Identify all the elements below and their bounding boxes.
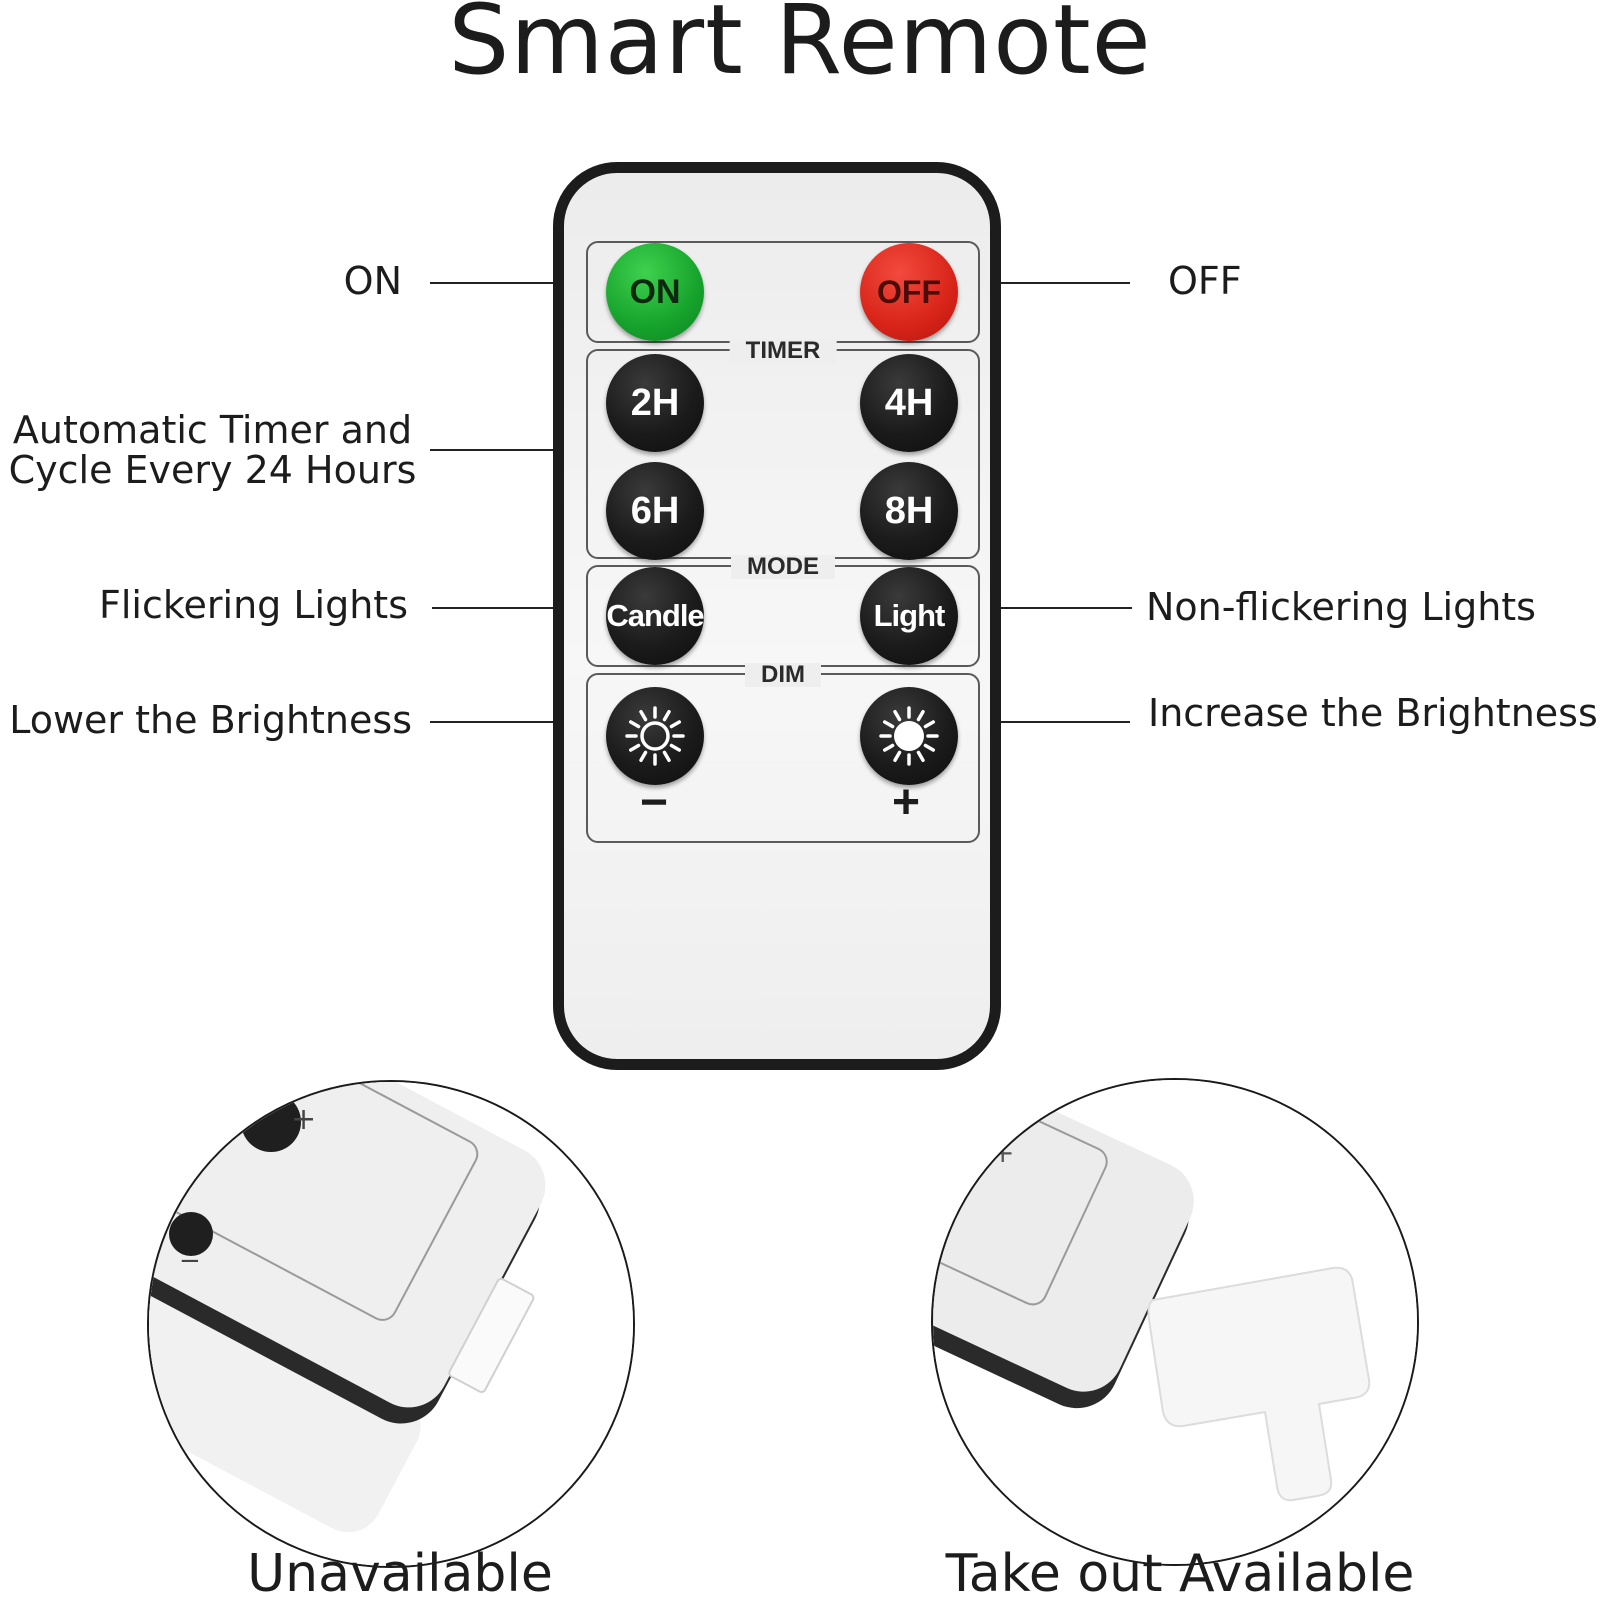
detail-unavailable: + − xyxy=(147,1080,635,1568)
sun-filled-icon xyxy=(879,706,939,766)
sun-ray xyxy=(883,743,895,752)
callout-timer-line2: Cycle Every 24 Hours xyxy=(8,447,417,492)
leader-lower xyxy=(430,721,578,723)
dim-down-button[interactable] xyxy=(606,687,704,785)
detail-take-out-available: + xyxy=(931,1078,1419,1566)
remote-edge-illustration xyxy=(149,1082,633,1566)
callout-non-flicker: Non-flickering Lights xyxy=(1146,585,1536,629)
detail-left-minus: − xyxy=(179,1246,201,1276)
sun-ray xyxy=(662,710,671,722)
leader-increase xyxy=(982,721,1130,723)
sun-ray xyxy=(629,720,641,729)
light-button[interactable]: Light xyxy=(860,567,958,665)
on-button[interactable]: ON xyxy=(606,243,704,341)
sun-outline-icon xyxy=(625,706,685,766)
timer-2h-button[interactable]: 2H xyxy=(606,354,704,452)
sun-ray xyxy=(669,720,681,729)
sun-ray xyxy=(629,743,641,752)
off-button[interactable]: OFF xyxy=(860,243,958,341)
sun-ray xyxy=(669,743,681,752)
timer-panel: TIMER 2H 4H 6H 8H xyxy=(586,339,980,560)
callout-flicker: Flickering Lights xyxy=(99,583,408,627)
detail-left-plus: + xyxy=(291,1102,317,1137)
dim-up-button[interactable] xyxy=(860,687,958,785)
sun-ray xyxy=(662,750,671,762)
timer-label: TIMER xyxy=(729,339,837,363)
callout-increase: Increase the Brightness xyxy=(1148,691,1598,735)
remote-control: ON OFF TIMER 2H 4H 6H 8H MODE Candle Lig… xyxy=(553,162,1001,1070)
callout-timer-line1: Automatic Timer and xyxy=(12,408,413,452)
leader-flicker xyxy=(432,607,582,609)
sun-ray xyxy=(923,720,935,729)
leader-off xyxy=(980,282,1130,284)
caption-take-out-available: Take out Available xyxy=(945,1544,1415,1600)
callout-timer: Automatic Timer and Cycle Every 24 Hours xyxy=(0,408,425,492)
dim-label: DIM xyxy=(745,663,821,687)
sun-ray xyxy=(639,750,648,762)
caption-unavailable: Unavailable xyxy=(247,1544,553,1600)
timer-6h-button[interactable]: 6H xyxy=(606,462,704,560)
callout-on: ON xyxy=(343,259,402,303)
sun-ray xyxy=(916,750,925,762)
sun-ray xyxy=(893,750,902,762)
candle-button[interactable]: Candle xyxy=(606,567,705,665)
callout-off: OFF xyxy=(1168,259,1242,303)
sun-ray xyxy=(883,720,895,729)
dim-minus-sign: − xyxy=(640,776,669,829)
timer-4h-button[interactable]: 4H xyxy=(860,354,958,452)
mode-panel: MODE Candle Light xyxy=(586,555,980,667)
battery-tab-illustration xyxy=(933,1080,1417,1564)
page-title: Smart Remote xyxy=(448,0,1152,96)
timer-8h-button[interactable]: 8H xyxy=(860,462,958,560)
detail-right-plus: + xyxy=(991,1136,1015,1169)
sun-ray xyxy=(893,710,902,722)
leader-on xyxy=(430,282,580,284)
leader-non-flicker xyxy=(982,607,1132,609)
dim-plus-sign: + xyxy=(892,776,921,829)
sun-ray xyxy=(639,710,648,722)
sun-ray xyxy=(916,710,925,722)
power-panel: ON OFF xyxy=(586,241,980,343)
mode-label: MODE xyxy=(731,555,835,579)
dim-panel: DIM − + xyxy=(586,663,980,843)
callout-lower: Lower the Brightness xyxy=(9,698,412,742)
leader-timer xyxy=(430,449,578,451)
sun-ray xyxy=(923,743,935,752)
